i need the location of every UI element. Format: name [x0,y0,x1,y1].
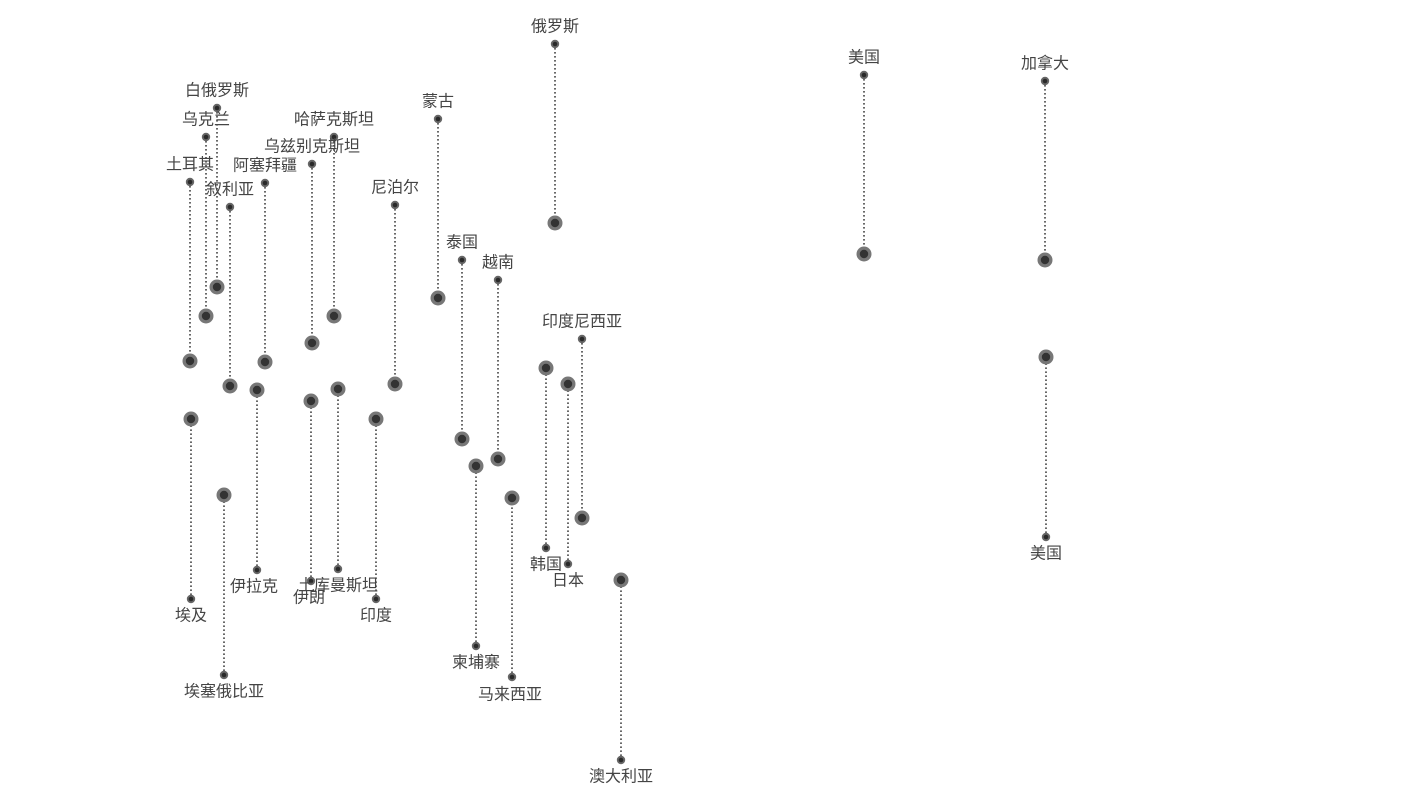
destination-dot-belarus [209,279,225,295]
country-label-korea: 韩国 [530,555,562,574]
origin-dots [185,39,1051,765]
country-label-azerbaijan: 阿塞拜疆 [233,156,297,175]
origin-dot-usa-south [1041,532,1051,542]
destination-dot-mongolia [430,290,446,306]
country-label-canada: 加拿大 [1021,54,1069,73]
destination-dot-iran [303,393,319,409]
destination-dot-indonesia [574,510,590,526]
country-label-iran: 伊朗 [293,588,325,607]
country-label-thailand: 泰国 [446,233,478,252]
origin-dot-kazakhstan [329,132,339,142]
country-label-australia: 澳大利亚 [589,767,653,786]
country-label-cambodia: 柬埔寨 [452,653,500,672]
origin-dot-egypt [186,594,196,604]
origin-dot-azerbaijan [260,178,270,188]
destination-dot-ukraine [198,308,214,324]
country-label-turkmenistan: 土库曼斯坦 [298,576,378,595]
destination-dot-uzbekistan [304,335,320,351]
origin-dot-syria [225,202,235,212]
origin-dot-korea [541,543,551,553]
destination-dot-cambodia [468,458,484,474]
country-label-turkey: 土耳其 [166,155,214,174]
origin-dot-iraq [252,565,262,575]
destination-dot-usa-north [856,246,872,262]
country-label-syria: 叙利亚 [206,180,254,199]
destination-dot-india [368,411,384,427]
destination-dot-kazakhstan [326,308,342,324]
destination-dot-egypt [183,411,199,427]
connector-lines [189,44,1047,760]
country-label-india: 印度 [360,606,392,625]
destination-dot-canada [1037,252,1053,268]
destination-dot-nepal [387,376,403,392]
destination-dot-malaysia [504,490,520,506]
country-label-belarus: 白俄罗斯 [185,81,249,100]
origin-dot-thailand [457,255,467,265]
destination-dot-syria [222,378,238,394]
country-label-mongolia: 蒙古 [422,92,454,111]
origin-dot-australia [616,755,626,765]
country-label-vietnam: 越南 [482,253,514,272]
origin-dot-malaysia [507,672,517,682]
origin-dot-uzbekistan [307,159,317,169]
country-label-iraq: 伊拉克 [230,577,278,596]
destination-dot-vietnam [490,451,506,467]
country-label-japan: 日本 [552,571,584,590]
country-label-kazakhstan: 哈萨克斯坦 [294,110,374,129]
origin-dot-vietnam [493,275,503,285]
destination-dot-ethiopia [216,487,232,503]
country-label-ethiopia: 埃塞俄比亚 [184,682,264,701]
origin-dot-cambodia [471,641,481,651]
country-label-ukraine: 乌克兰 [182,110,230,129]
country-label-nepal: 尼泊尔 [371,178,419,197]
destination-dot-turkmenistan [330,381,346,397]
destination-dot-korea [538,360,554,376]
origin-dot-indonesia [577,334,587,344]
destination-dots [182,215,1054,588]
destination-dot-turkey [182,353,198,369]
country-label-usa-south: 美国 [1030,544,1062,563]
origin-dot-turkmenistan [333,564,343,574]
origin-dot-nepal [390,200,400,210]
origin-dot-japan [563,559,573,569]
origin-dot-canada [1040,76,1050,86]
destination-dot-russia [547,215,563,231]
origin-dot-ethiopia [219,670,229,680]
destination-dot-australia [613,572,629,588]
country-label-russia: 俄罗斯 [531,17,579,36]
origin-dot-mongolia [433,114,443,124]
origin-dot-india [371,594,381,604]
country-label-usa-north: 美国 [848,48,880,67]
country-label-indonesia: 印度尼西亚 [542,312,622,331]
origin-dot-iran [306,576,316,586]
origin-dot-usa-north [859,70,869,80]
origin-dot-belarus [212,103,222,113]
origin-dot-russia [550,39,560,49]
destination-dot-iraq [249,382,265,398]
country-label-egypt: 埃及 [175,606,207,625]
origin-dot-turkey [185,177,195,187]
country-label-malaysia: 马来西亚 [478,685,542,704]
destination-dot-thailand [454,431,470,447]
destination-dot-usa-south [1038,349,1054,365]
origin-dot-ukraine [201,132,211,142]
country-label-uzbekistan: 乌兹别克斯坦 [264,137,360,156]
destination-dot-azerbaijan [257,354,273,370]
destination-dot-japan [560,376,576,392]
